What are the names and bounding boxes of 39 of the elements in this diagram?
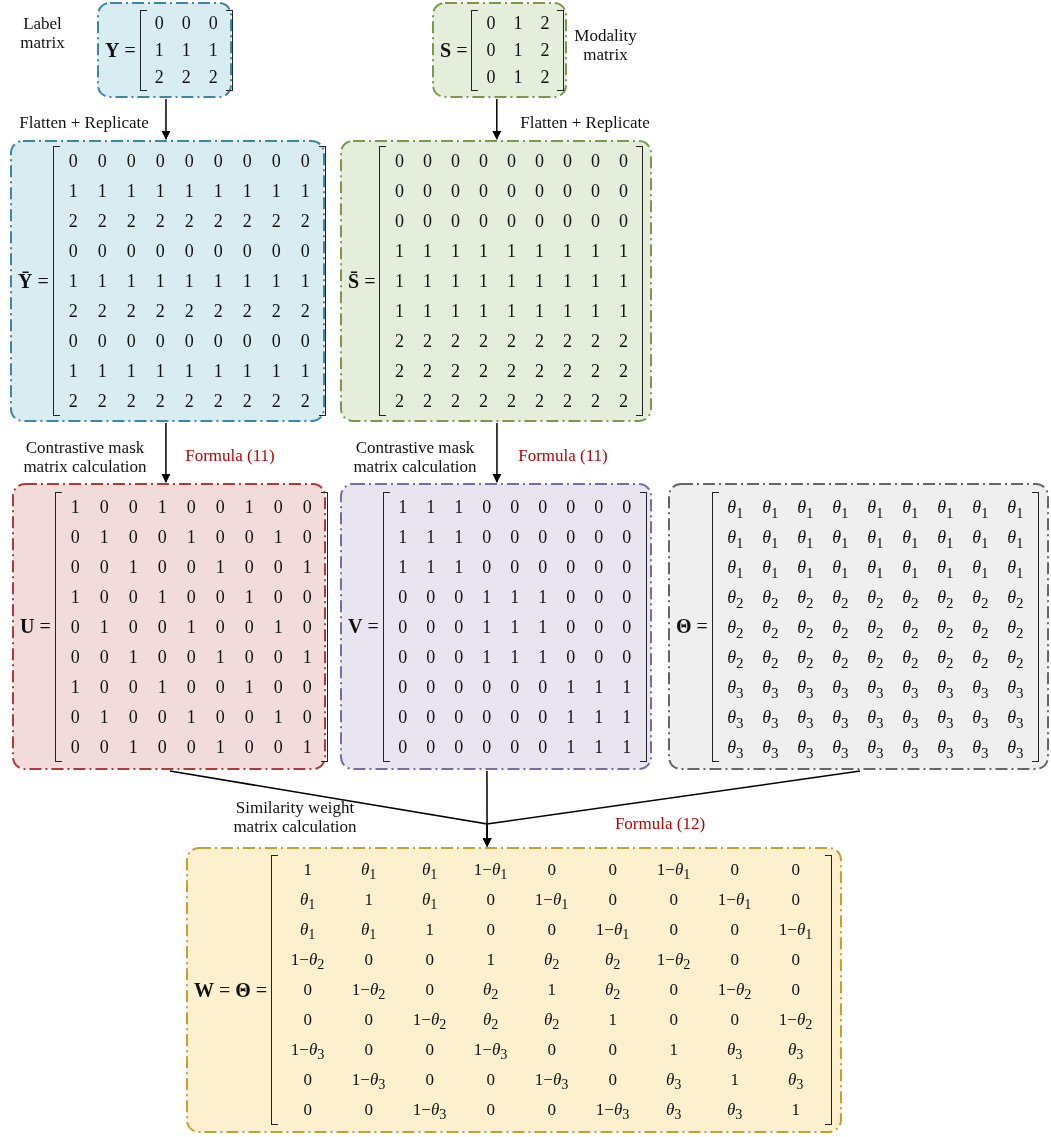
matrix-symbol: Y = (105, 38, 136, 62)
matrix-panel (186, 847, 842, 1133)
formula-reference: Formula (12) (613, 814, 707, 833)
annotation-text: Similarity weight matrix calculation (232, 798, 358, 836)
edge-label: Contrastive mask matrix calculation (352, 438, 478, 476)
matrix-panel (340, 140, 652, 422)
matrix: 1 1 1 0 0 0 0 0 0 1 1 1 0 0 0 0 0 0 1 1 1 0 0 0 0 0 0 0 0 0 1 1 1 0 0 0 0 0 0 1 1 1 0 0 0 0 0 0 1 1 1 0 0 0 0 0 0 0 0 0 1 1 1 0 0 0 0 0 0 1 1 1 0 0 0 0 0 0 1 1 1 (382, 491, 647, 762)
matrix-panel (12, 483, 326, 770)
arrow (161, 422, 171, 483)
matrix-caption: Modality matrix (573, 26, 638, 64)
arrow (492, 422, 502, 483)
matrix-panel (97, 2, 232, 98)
edge-label: Flatten + Replicate (18, 113, 150, 132)
matrix: 0 0 0 1 1 1 2 2 2 (139, 9, 233, 91)
edge-label: Contrastive mask matrix calculation (22, 438, 148, 476)
matrix-panel (668, 483, 1049, 770)
formula-reference: Formula (11) (184, 446, 276, 465)
matrix: 0 0 0 0 0 0 0 0 0 0 0 0 0 0 0 0 0 0 0 0 0 0 0 0 0 0 0 1 1 1 1 1 1 1 1 1 1 1 1 1 1 1 1 1 1 1 1 1 1 1 1 1 1 1 2 2 2 2 2 2 2 2 2 2 2 2 2 2 2 2 2 2 2 2 2 2 2 2 2 2 2 (379, 146, 644, 416)
matrix: 1 θ$_{1}$ θ$_{1}$ 1−θ$_{1}$ 0 0 1−θ$_{1}$ 0 0 θ$_{1}$ 1 θ$_{1}$ 0 1−θ$_{1}$ 0 0 1−θ$_{1}$ 0 θ$_{1}$ θ$_{1}$ 1 0 0 1−θ$_{1}$ 0 0 1−θ$_{1}$ 1−θ$_{2}$ 0 0 1 θ$_{2}$ θ$_{2}$ 1−θ$_{2}$ 0 0 0 1−θ$_{2}$ 0 θ$_{2}$ 1 θ$_{2}$ 0 1−θ$_{2}$ 0 0 0 1−θ$_{2}$ θ$_{2}$ θ$_{2}$ 1 0 0 1−θ$_{2}$ 1−θ$_{3}$ 0 0 1−θ$_{3}$ 0 0 1 θ$_{3}$ θ$_{3}$ 0 1−θ$_{3}$ 0 0 1−θ$_{3}$ 0 θ$_{3}$ 1 θ$_{3}$ 0 0 1−θ$_{3}$ 0 0 1−θ$_{3}$ θ$_{3}$ θ$_{3}$ 1 (271, 855, 833, 1125)
arrow (492, 98, 502, 140)
matrix: 0 0 0 0 0 0 0 0 0 1 1 1 1 1 1 1 1 1 2 2 2 2 2 2 2 2 2 0 0 0 0 0 0 0 0 0 1 1 1 1 1 1 1 1 1 2 2 2 2 2 2 2 2 2 0 0 0 0 0 0 0 0 0 1 1 1 1 1 1 1 1 1 2 2 2 2 2 2 2 2 2 (52, 146, 326, 416)
matrix-symbol: W = Θ = (194, 978, 268, 1002)
matrix: θ$_{1}$ θ$_{1}$ θ$_{1}$ θ$_{1}$ θ$_{1}$ θ$_{1}$ θ$_{1}$ θ$_{1}$ θ$_{1}$ θ$_{1}$ θ$_{1}$ θ$_{1}$ θ$_{1}$ θ$_{1}$ θ$_{1}$ θ$_{1}$ θ$_{1}$ θ$_{1}$ θ$_{1}$ θ$_{1}$ θ$_{1}$ θ$_{1}$ θ$_{1}$ θ$_{1}$ θ$_{1}$ θ$_{1}$ θ$_{1}$ θ$_{2}$ θ$_{2}$ θ$_{2}$ θ$_{2}$ θ$_{2}$ θ$_{2}$ θ$_{2}$ θ$_{2}$ θ$_{2}$ θ$_{2}$ θ$_{2}$ θ$_{2}$ θ$_{2}$ θ$_{2}$ θ$_{2}$ θ$_{2}$ θ$_{2}$ θ$_{2}$ θ$_{2}$ θ$_{2}$ θ$_{2}$ θ$_{2}$ θ$_{2}$ θ$_{2}$ θ$_{2}$ θ$_{2}$ θ$_{2}$ θ$_{3}$ θ$_{3}$ θ$_{3}$ θ$_{3}$ θ$_{3}$ θ$_{3}$ θ$_{3}$ θ$_{3}$ θ$_{3}$ θ$_{3}$ θ$_{3}$ θ$_{3}$ θ$_{3}$ θ$_{3}$ θ$_{3}$ θ$_{3}$ θ$_{3}$ θ$_{3}$ θ$_{3}$ θ$_{3}$ θ$_{3}$ θ$_{3}$ θ$_{3}$ θ$_{3}$ θ$_{3}$ θ$_{3}$ θ$_{3}$ (711, 491, 1039, 762)
formula-reference: Formula (11) (517, 446, 609, 465)
matrix: 1 0 0 1 0 0 1 0 0 0 1 0 0 1 0 0 1 0 0 0 1 0 0 1 0 0 1 1 0 0 1 0 0 1 0 0 0 1 0 0 1 0 0 1 0 0 0 1 0 0 1 0 0 1 1 0 0 1 0 0 1 0 0 0 1 0 0 1 0 0 1 0 0 0 1 0 0 1 0 0 1 (54, 491, 328, 762)
matrix-panel (10, 140, 325, 422)
edge-label: Flatten + Replicate (519, 113, 651, 132)
matrix-symbol: Ȳ = (18, 269, 49, 293)
arrow (482, 770, 861, 847)
matrix-symbol: S̄ = (348, 269, 376, 293)
arrow (161, 98, 171, 140)
matrix-caption: Label matrix (19, 14, 66, 52)
matrix-panel (432, 2, 567, 98)
matrix-panel (340, 483, 652, 770)
matrix-symbol: U = (20, 615, 51, 638)
matrix-symbol: Θ = (676, 615, 708, 638)
matrix: 0 1 2 0 1 2 0 1 2 (471, 9, 565, 91)
matrix-symbol: V = (348, 615, 379, 638)
matrix-symbol: S = (440, 38, 468, 62)
